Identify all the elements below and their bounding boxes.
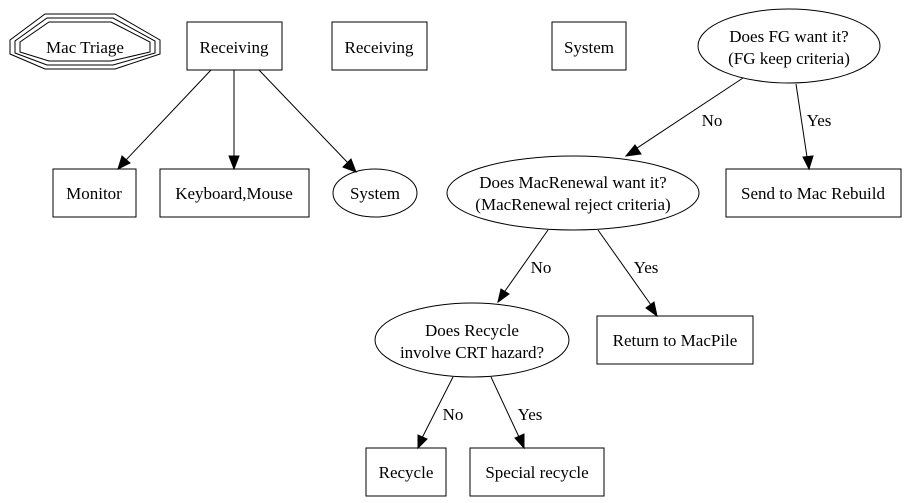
ellipse xyxy=(374,302,570,378)
node-label: System xyxy=(564,38,614,57)
box xyxy=(725,168,902,218)
edge-receiving-keyboard-mouse xyxy=(228,70,240,171)
node-label-line-2: involve CRT hazard? xyxy=(400,343,544,362)
edge-fg-no: No xyxy=(624,77,744,157)
node-mac-triage[interactable]: Mac Triage xyxy=(9,13,161,70)
node-label: Monitor xyxy=(66,184,122,203)
node-label: Keyboard,Mouse xyxy=(175,184,293,203)
node-return-to-macpile[interactable]: Return to MacPile xyxy=(596,315,754,365)
node-label-line-2: (FG keep criteria) xyxy=(728,49,850,68)
box xyxy=(331,21,428,71)
edge-macrenewal-yes: Yes xyxy=(597,229,659,318)
edge-label: Yes xyxy=(634,258,659,277)
node-label: Send to Mac Rebuild xyxy=(741,184,886,203)
node-keyboard-mouse[interactable]: Keyboard,Mouse xyxy=(159,168,310,218)
node-fg-question[interactable]: Does FG want it? (FG keep criteria) xyxy=(697,8,881,84)
node-label: Mac Triage xyxy=(46,38,124,57)
box xyxy=(365,447,447,497)
box xyxy=(186,21,283,71)
node-label: Receiving xyxy=(345,38,414,57)
edge-label: Yes xyxy=(518,405,543,424)
node-label-line-1: Does Recycle xyxy=(425,321,519,340)
box xyxy=(52,168,137,218)
node-send-to-mac-rebuild[interactable]: Send to Mac Rebuild xyxy=(725,168,902,218)
node-label: Return to MacPile xyxy=(613,331,738,350)
node-receiving-isolated[interactable]: Receiving xyxy=(331,21,428,71)
node-label: Recycle xyxy=(379,463,434,482)
node-monitor[interactable]: Monitor xyxy=(52,168,137,218)
edge-receiving-monitor xyxy=(117,69,212,170)
edge-fg-yes: Yes xyxy=(795,83,832,171)
box xyxy=(551,21,627,71)
node-recycle[interactable]: Recycle xyxy=(365,447,447,497)
node-label-line-1: Does FG want it? xyxy=(729,27,848,46)
edge-macrenewal-no: No xyxy=(497,229,552,304)
node-recycle-question[interactable]: Does Recycle involve CRT hazard? xyxy=(374,302,570,378)
node-system-box[interactable]: System xyxy=(551,21,627,71)
edge-recycle-no: No xyxy=(417,376,464,450)
node-macrenewal-question[interactable]: Does MacRenewal want it? (MacRenewal rej… xyxy=(446,155,700,231)
node-label-line-1: Does MacRenewal want it? xyxy=(479,173,666,192)
node-label: Receiving xyxy=(200,38,269,57)
box xyxy=(469,447,605,497)
node-receiving[interactable]: Receiving xyxy=(186,21,283,71)
ellipse xyxy=(697,8,881,84)
node-label: System xyxy=(350,184,400,203)
ellipse xyxy=(332,168,418,218)
edge-receiving-system xyxy=(258,69,357,173)
octagon-inner xyxy=(19,21,151,62)
node-system-ellipse[interactable]: System xyxy=(332,168,418,218)
node-special-recycle[interactable]: Special recycle xyxy=(469,447,605,497)
edge-label: No xyxy=(531,258,552,277)
edge-label: Yes xyxy=(807,111,832,130)
ellipse xyxy=(446,155,700,231)
node-label-line-2: (MacRenewal reject criteria) xyxy=(475,195,670,214)
box xyxy=(596,315,754,365)
box xyxy=(159,168,310,218)
edge-recycle-yes: Yes xyxy=(490,376,543,450)
edge-label: No xyxy=(443,405,464,424)
node-label: Special recycle xyxy=(485,463,588,482)
edge-label: No xyxy=(702,111,723,130)
